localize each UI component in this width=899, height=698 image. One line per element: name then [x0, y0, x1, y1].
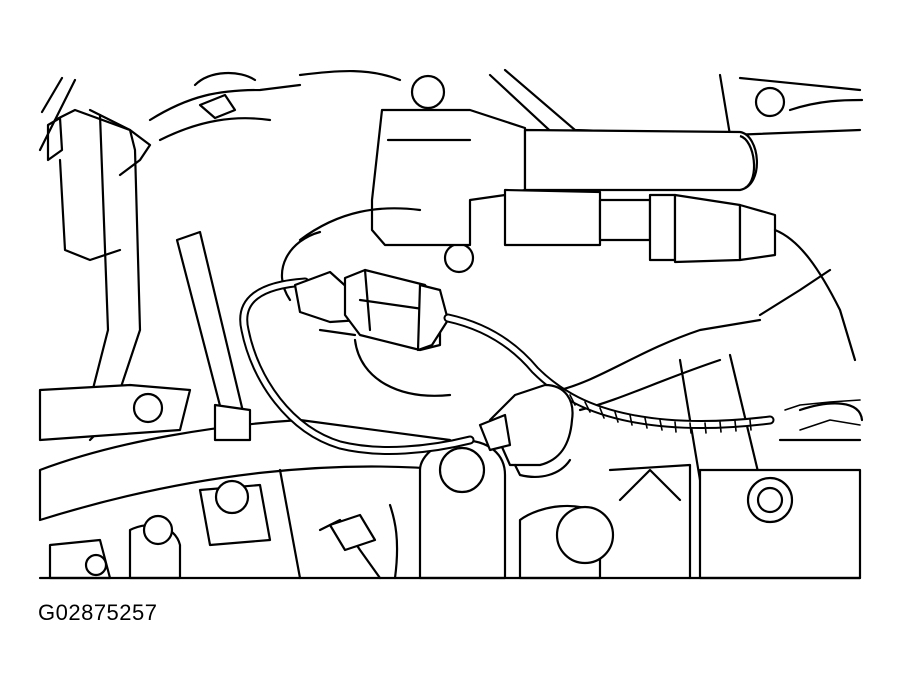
sensor-harness: [239, 268, 861, 478]
engine-background-outlines: [38, 68, 864, 580]
figure-id-label: G02875257: [38, 600, 158, 625]
